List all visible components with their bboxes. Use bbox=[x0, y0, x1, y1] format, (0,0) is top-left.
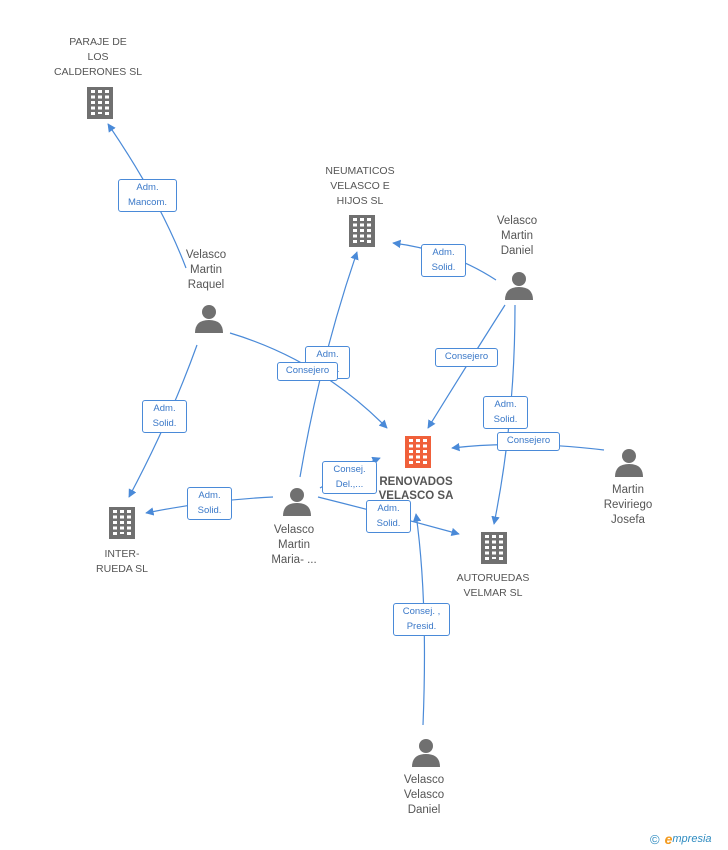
company-icon-paraje[interactable] bbox=[87, 87, 113, 119]
relation-label-daniel-neumaticos[interactable]: Adm. Solid. bbox=[421, 244, 466, 277]
person-icon-daniel-vm[interactable] bbox=[505, 272, 533, 300]
node-label-raquel[interactable]: Velasco Martin Raquel bbox=[185, 249, 227, 291]
company-icon-neumaticos[interactable] bbox=[349, 215, 375, 247]
node-label-maria[interactable]: Velasco Martin Maria- ... bbox=[271, 524, 317, 566]
relation-label-josefa-renovados[interactable]: Consejero bbox=[497, 432, 560, 451]
relation-label-raquel-renovados[interactable]: Consejero bbox=[277, 362, 338, 381]
company-icon-autoruedas[interactable] bbox=[481, 532, 507, 564]
node-label-daniel-vm[interactable]: Velasco Martin Daniel bbox=[496, 215, 538, 257]
company-icon-renovados[interactable] bbox=[405, 436, 431, 468]
node-label-interrueda[interactable]: INTER- RUEDA SL bbox=[96, 548, 148, 575]
brand-logo-e: e bbox=[664, 831, 673, 847]
relation-label-daniel-renovados[interactable]: Consejero bbox=[435, 348, 498, 367]
relation-label-daniel-autoruedas[interactable]: Adm. Solid. bbox=[483, 396, 528, 429]
relation-label-danielvv-renovados[interactable]: Consej. , Presid. bbox=[393, 603, 450, 636]
person-icon-daniel-vv[interactable] bbox=[412, 739, 440, 767]
node-label-neumaticos[interactable]: NEUMATICOS VELASCO E HIJOS SL bbox=[325, 165, 395, 207]
relation-label-maria-renovados[interactable]: Consej. Del.,... bbox=[322, 461, 377, 494]
node-label-autoruedas[interactable]: AUTORUEDAS VELMAR SL bbox=[456, 572, 530, 599]
brand-logo-text: mpresia bbox=[672, 833, 712, 845]
copyright-icon: © bbox=[650, 831, 660, 847]
footer-branding: © e mpresia bbox=[650, 831, 712, 847]
node-label-paraje[interactable]: PARAJE DE LOS CALDERONES SL bbox=[53, 36, 143, 78]
relation-label-maria-interrueda[interactable]: Adm. Solid. bbox=[187, 487, 232, 520]
node-label-renovados[interactable]: RENOVADOS VELASCO SA bbox=[378, 476, 454, 502]
person-icon-maria[interactable] bbox=[283, 488, 311, 516]
node-label-josefa[interactable]: Martin Reviriego Josefa bbox=[603, 484, 653, 526]
relation-label-raquel-interrueda[interactable]: Adm. Solid. bbox=[142, 400, 187, 433]
node-label-daniel-vv[interactable]: Velasco Velasco Daniel bbox=[403, 774, 445, 816]
relation-label-raquel-paraje[interactable]: Adm. Mancom. bbox=[118, 179, 177, 212]
company-icon-interrueda[interactable] bbox=[109, 507, 135, 539]
person-icon-josefa[interactable] bbox=[615, 449, 643, 477]
person-icon-raquel[interactable] bbox=[195, 305, 223, 333]
relation-label-maria-autoruedas[interactable]: Adm. Solid. bbox=[366, 500, 411, 533]
